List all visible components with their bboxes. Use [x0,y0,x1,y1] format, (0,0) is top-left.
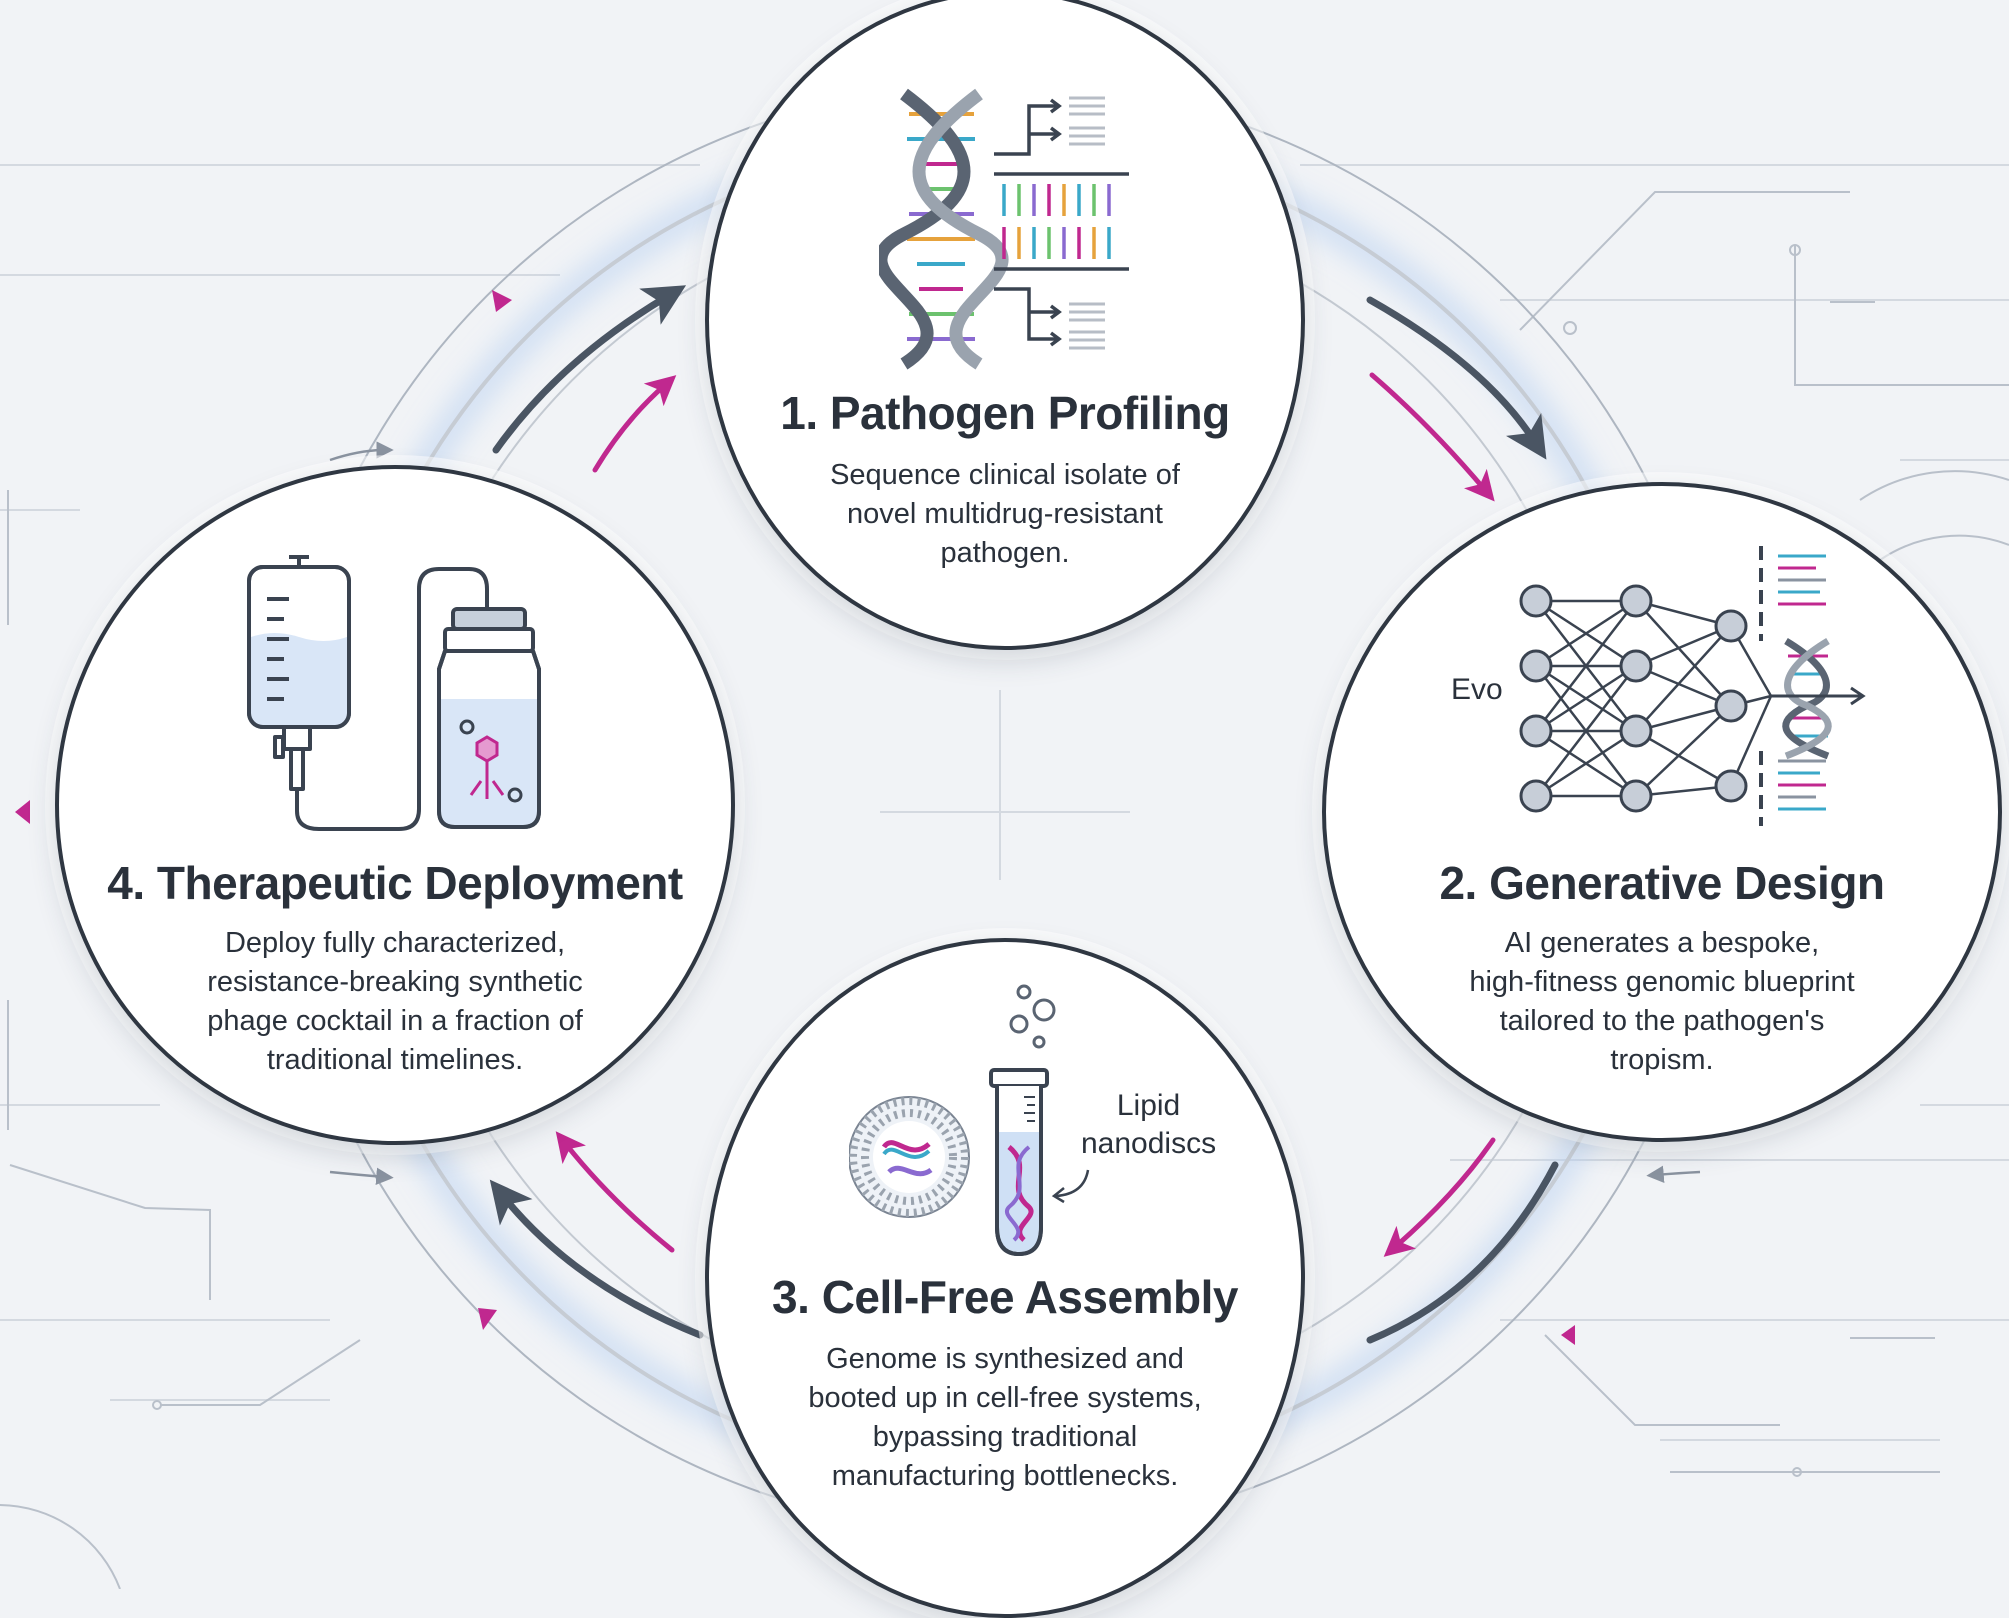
outer-ring-gray-arrows [329,441,1701,1186]
blueprint-grid [0,164,2009,1441]
step-title: 1. Pathogen Profiling [780,387,1230,439]
outer-ring-arrowheads [15,290,1575,1345]
neural-network-dna-icon [1519,546,1866,826]
step-title: 2. Generative Design [1439,857,1885,909]
step-description: Sequence clinical isolate of novel multi… [830,459,1180,569]
cycle-arrows-dark [489,285,1559,1344]
lipid-nanodisc-icon [849,1096,970,1218]
step-title: 3. Cell-Free Assembly [772,1271,1238,1323]
lipid-nanodiscs-label: Lipid nanodiscs [1081,1089,1217,1160]
step-description: Deploy fully characterized, resistance-b… [207,927,583,1076]
curved-arrow-icon [1051,1169,1090,1204]
evo-model-label: Evo [1451,673,1503,706]
step-description: AI generates a bespoke, high-fitness gen… [1469,927,1855,1076]
step-pathogen-profiling[interactable]: 1. Pathogen Profiling Sequence clinical … [705,0,1305,650]
step-title: 4. Therapeutic Deployment [107,857,683,909]
circuit-lines [0,191,2009,1589]
nanodisc-test-tube-icon [849,984,1056,1257]
cycle-arrows-accent [555,372,1496,1257]
dna-sequencing-icon [879,88,1129,370]
step-cell-free-assembly[interactable]: Lipid nanodiscs 3. Cell-Free Assembly Ge… [705,938,1305,1618]
step-description: Genome is synthesized and booted up in c… [808,1343,1202,1492]
step-therapeutic-deployment[interactable]: 4. Therapeutic Deployment Deploy fully c… [55,465,735,1145]
step-generative-design[interactable]: Evo [1322,482,2002,1142]
iv-bag-phage-vial-icon [247,555,541,831]
